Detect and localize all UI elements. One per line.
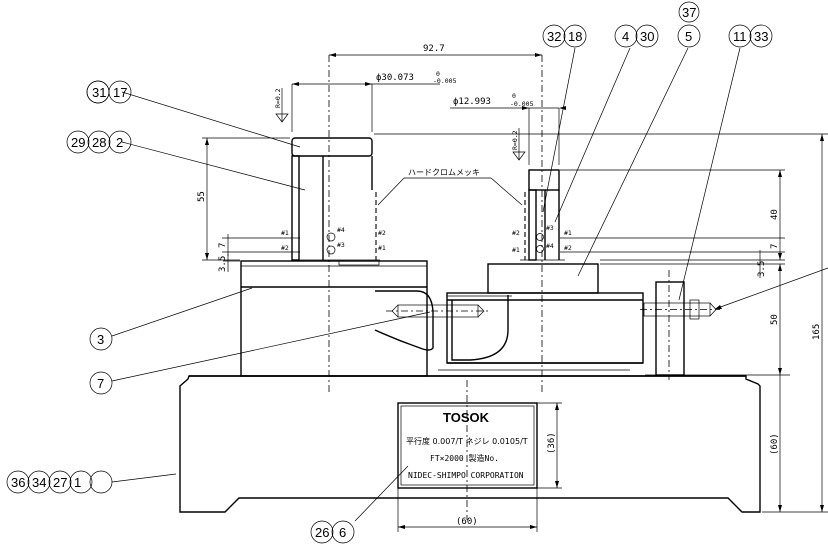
svg-text:1: 1 [74,475,81,490]
dim-phi12: ϕ12.993 [453,97,491,107]
svg-text:28: 28 [92,135,106,150]
dim-3-5-left: 3.5 [218,254,240,272]
svg-text:11: 11 [733,29,747,44]
dim-60-right: (60) [762,375,790,513]
svg-text:#1: #1 [281,229,289,237]
svg-text:-0.005: -0.005 [510,100,534,108]
svg-text:18: 18 [568,29,582,44]
svg-text:3.5: 3.5 [757,261,767,277]
svg-text:(60): (60) [770,433,780,455]
dim-diameter-large: ϕ30.073 0 -0.005 [291,70,457,132]
center-pin [386,304,490,318]
center-lines [328,55,670,520]
nameplate-logo: TOSOK [443,410,490,425]
dim-7-left: 7 #1 #2 [218,229,300,256]
balloon-37-5: 37 5 [677,1,701,48]
svg-text:50: 50 [770,314,780,325]
svg-text:0: 0 [512,92,516,100]
dim-overall-width: 92.7 [329,44,542,57]
svg-text:37: 37 [682,5,696,20]
balloon-31-17: 31 17 [86,80,132,104]
balloon-26-6: 26 6 [310,520,355,544]
svg-text:32: 32 [547,29,561,44]
svg-text:#1: #1 [378,244,386,252]
svg-text:-0.005: -0.005 [433,77,457,85]
balloon-11-33: 11 33 [728,24,773,48]
svg-text:3: 3 [97,332,104,347]
svg-text:29: 29 [71,135,85,150]
dim-phi30: ϕ30.073 [376,73,414,83]
svg-text:#1: #1 [512,246,520,254]
nameplate: TOSOK 平行度 0.007/T ネジレ 0.0105/T FT×2000 製… [397,402,538,489]
plating-note: ハードクロムメッキ [377,168,523,206]
svg-text:34: 34 [32,475,46,490]
balloon-7: 7 [89,371,113,395]
balloon-36-34-27-1: 36 34 27 1 [6,470,113,494]
svg-text:26: 26 [315,525,329,540]
left-gauge [291,137,380,266]
svg-text:17: 17 [113,85,127,100]
svg-text:0: 0 [436,70,440,78]
svg-text:40: 40 [770,209,780,220]
balloon-4-30: 4 30 [614,24,659,48]
svg-text:R=0.2: R=0.2 [274,88,282,108]
svg-text:7: 7 [97,376,104,391]
svg-text:30: 30 [640,29,654,44]
svg-text:36: 36 [11,475,25,490]
svg-text:31: 31 [92,85,106,100]
balloon-29-28-2: 29 28 2 [66,130,132,154]
svg-text:7: 7 [770,244,780,249]
svg-text:5: 5 [685,29,692,44]
roughness-left: R=0.2 [274,88,289,123]
svg-text:#2: #2 [564,244,572,252]
svg-text:4: 4 [622,29,629,44]
balloon-32-18: 32 18 [542,24,587,48]
dim-3-5-right: 3.5 [600,250,785,278]
leaders [111,47,828,522]
dim-50: 50 [645,264,790,376]
dim-diameter-small: ϕ12.993 0 -0.005 [450,92,566,165]
right-spindle-block [438,263,644,371]
svg-text:#4: #4 [337,226,345,234]
svg-text:#2: #2 [281,244,289,252]
svg-text:R=0.2: R=0.2 [511,130,519,150]
svg-text:7: 7 [218,243,228,248]
dim-55: 55 [197,137,290,261]
svg-text:#4: #4 [546,242,554,250]
balloon-3: 3 [89,327,113,351]
roughness-right: R=0.2 [511,128,526,161]
plating-text: ハードクロムメッキ [408,168,480,177]
svg-text:#2: #2 [378,229,386,237]
svg-text:55: 55 [197,191,207,202]
left-spindle-block [240,260,434,377]
svg-text:3.5: 3.5 [218,256,228,272]
dim-plate-width: (60) [397,488,538,532]
dim-40: 40 [560,169,785,261]
nameplate-line3: NIDEC-SHIMPO CORPORATION [408,471,524,480]
right-gauge [520,169,565,261]
svg-text:#3: #3 [546,224,554,232]
svg-text:33: 33 [754,29,768,44]
svg-text:#1: #1 [564,229,572,237]
dim-92-7: 92.7 [423,44,445,54]
svg-text:#3: #3 [337,241,345,249]
dim-165: 165 [374,133,828,513]
svg-text:2: 2 [116,135,123,150]
svg-text:#2: #2 [512,229,520,237]
svg-text:(60): (60) [456,517,478,527]
svg-text:165: 165 [812,324,822,340]
svg-text:27: 27 [53,475,67,490]
dim-7-right: 7 [560,237,785,253]
svg-text:(36): (36) [547,432,557,454]
svg-text:6: 6 [339,525,346,540]
dim-plate-height: (36) [537,402,562,489]
nameplate-line2: FT×2000 製造No. [430,453,499,463]
